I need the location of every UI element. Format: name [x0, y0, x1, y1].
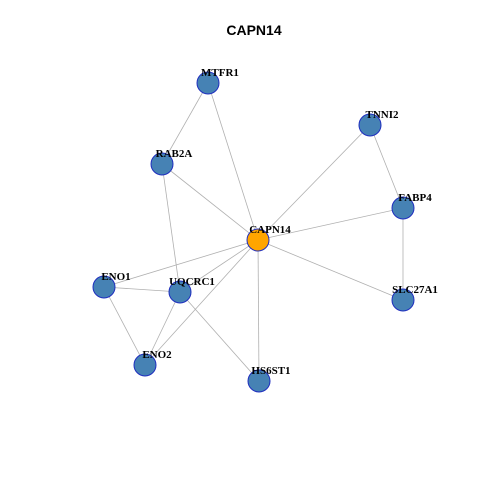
- node-circle: [92, 275, 116, 299]
- node-slc27a1: SLC27A1: [391, 284, 438, 312]
- edge-mtfr1-capn14: [207, 82, 259, 241]
- node-circle: [150, 152, 174, 176]
- node-tnni2: TNNI2: [358, 109, 399, 137]
- edge-rab2a-uqcrc1: [161, 163, 181, 293]
- node-circle: [196, 71, 220, 95]
- edge-uqcrc1-hs6st1: [179, 291, 260, 382]
- node-label: UQCRC1: [169, 276, 215, 288]
- node-mtfr1: MTFR1: [196, 67, 239, 95]
- node-label: HS6ST1: [251, 365, 290, 377]
- diagram-title: CAPN14: [226, 22, 281, 38]
- edge-eno2-capn14: [144, 239, 259, 366]
- edge-mtfr1-rab2a: [161, 82, 209, 165]
- node-eno2: ENO2: [133, 349, 172, 377]
- edge-uqcrc1-eno2: [144, 291, 181, 366]
- node-label: MTFR1: [201, 67, 239, 79]
- node-fabp4: FABP4: [391, 192, 432, 220]
- node-label: TNNI2: [365, 109, 399, 121]
- node-circle: [247, 369, 271, 393]
- node-uqcrc1: UQCRC1: [168, 276, 215, 304]
- node-label: RAB2A: [156, 148, 193, 160]
- edge-uqcrc1-capn14: [179, 239, 259, 293]
- node-label: CAPN14: [249, 224, 291, 236]
- edge-tnni2-fabp4: [369, 124, 404, 209]
- node-circle: [391, 196, 415, 220]
- node-circle: [391, 288, 415, 312]
- edge-rab2a-capn14: [161, 163, 259, 241]
- edge-eno1-uqcrc1: [103, 286, 181, 293]
- node-circle: [358, 113, 382, 137]
- node-circle: [133, 353, 157, 377]
- edge-hs6st1-capn14: [257, 239, 260, 382]
- node-hs6st1: HS6ST1: [247, 365, 291, 393]
- node-rab2a: RAB2A: [150, 148, 193, 176]
- edge-eno1-eno2: [103, 286, 146, 366]
- edge-tnni2-capn14: [257, 124, 371, 241]
- edge-slc27a1-capn14: [257, 239, 404, 301]
- edge-eno1-capn14: [103, 239, 259, 288]
- edge-layer: [103, 82, 404, 382]
- node-label: ENO1: [101, 271, 130, 283]
- node-label: ENO2: [142, 349, 172, 361]
- node-label: SLC27A1: [392, 284, 438, 296]
- node-capn14: CAPN14: [246, 224, 291, 252]
- node-circle: [246, 228, 270, 252]
- node-circle: [168, 280, 192, 304]
- node-label: FABP4: [398, 192, 432, 204]
- node-eno1: ENO1: [92, 271, 131, 299]
- edge-fabp4-capn14: [257, 207, 404, 241]
